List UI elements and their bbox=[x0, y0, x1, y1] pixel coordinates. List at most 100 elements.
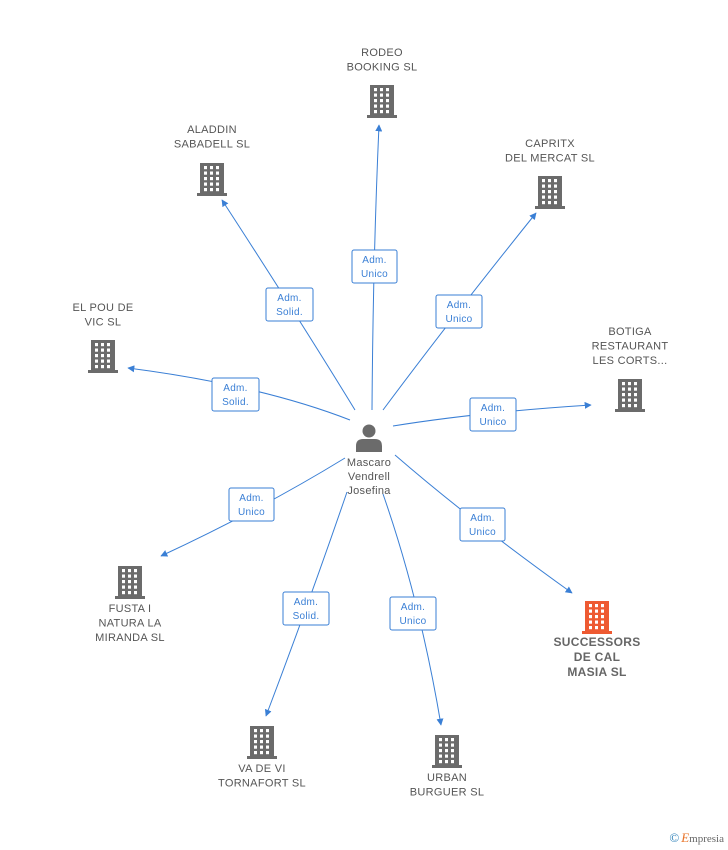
building-icon[interactable] bbox=[247, 726, 277, 759]
building-icon[interactable] bbox=[615, 379, 645, 412]
building-window bbox=[634, 404, 637, 408]
building-window bbox=[101, 343, 104, 347]
company-name-line: RODEO bbox=[361, 47, 403, 59]
building-window bbox=[210, 188, 213, 192]
edge-label-botiga[interactable]: Adm.Unico bbox=[469, 397, 517, 432]
company-name-line: VIC SL bbox=[85, 317, 122, 329]
building-icon[interactable] bbox=[582, 601, 612, 634]
building-window bbox=[542, 201, 545, 205]
edge-label-text: Adm.Unico bbox=[445, 300, 472, 325]
building-window bbox=[589, 615, 592, 619]
building-window bbox=[589, 620, 592, 624]
building-window bbox=[439, 760, 442, 764]
building-window bbox=[386, 110, 389, 114]
edge-label-successors[interactable]: Adm.Unico bbox=[459, 507, 506, 542]
edge-label-fusta[interactable]: Adm.Unico bbox=[228, 487, 275, 522]
building-icon[interactable] bbox=[367, 85, 397, 118]
building-window bbox=[542, 190, 545, 194]
edge-label-box bbox=[459, 507, 506, 542]
building-window bbox=[107, 343, 110, 347]
building-icon[interactable] bbox=[432, 735, 462, 768]
building-window bbox=[210, 171, 213, 175]
building-window bbox=[101, 348, 104, 352]
edge-label-aladdin[interactable]: Adm.Solid. bbox=[265, 287, 314, 322]
edge-label-box bbox=[211, 377, 260, 412]
building-base bbox=[432, 765, 462, 768]
copyright-mark: © bbox=[669, 830, 680, 845]
building-window bbox=[622, 393, 625, 397]
building-window bbox=[601, 609, 604, 613]
edge-capritx: Adm.Unico bbox=[382, 212, 537, 411]
company-name: VA DE VI TORNAFORT SL bbox=[218, 763, 306, 790]
building-icon[interactable] bbox=[115, 566, 145, 599]
person-head bbox=[362, 424, 376, 438]
building-window bbox=[204, 177, 207, 181]
building-window bbox=[595, 626, 598, 630]
company-name: RODEO BOOKING SL bbox=[347, 47, 418, 74]
building-window bbox=[128, 580, 131, 584]
building-icon[interactable] bbox=[88, 340, 118, 373]
edge-label-capritx[interactable]: Adm.Unico bbox=[435, 294, 483, 329]
building-window bbox=[216, 166, 219, 170]
building-icon[interactable] bbox=[197, 163, 227, 196]
edge-fusta: Adm.Unico bbox=[160, 457, 346, 557]
building-window bbox=[548, 190, 551, 194]
building-window bbox=[548, 184, 551, 188]
edge-label-rodeo[interactable]: Adm.Unico bbox=[351, 249, 398, 284]
building-window bbox=[451, 754, 454, 758]
building-window bbox=[134, 591, 137, 595]
building-window bbox=[601, 626, 604, 630]
building-window bbox=[374, 99, 377, 103]
edge-label-line: Solid. bbox=[276, 307, 303, 318]
building-base bbox=[582, 631, 612, 634]
edge-botiga: Adm.Unico bbox=[392, 397, 592, 432]
edge-label-vadevi[interactable]: Adm.Solid. bbox=[282, 591, 330, 626]
company-node-rodeo[interactable]: RODEO BOOKING SL bbox=[347, 47, 418, 118]
edge-label-text: Adm.Unico bbox=[399, 602, 426, 627]
building-window bbox=[210, 166, 213, 170]
building-base bbox=[88, 370, 118, 373]
building-window bbox=[107, 348, 110, 352]
edge-label-box bbox=[228, 487, 275, 522]
building-window bbox=[260, 740, 263, 744]
building-window bbox=[554, 190, 557, 194]
edge-label-text: Adm.Solid. bbox=[293, 597, 320, 622]
person-icon[interactable] bbox=[356, 424, 382, 453]
building-window bbox=[601, 615, 604, 619]
company-name-line: LES CORTS... bbox=[593, 355, 668, 367]
company-name-line: BOOKING SL bbox=[347, 62, 418, 74]
company-name-line: DE CAL bbox=[574, 650, 620, 664]
building-window bbox=[128, 569, 131, 573]
edge-vadevi: Adm.Solid. bbox=[264, 491, 348, 717]
company-name-line: TORNAFORT SL bbox=[218, 778, 306, 790]
building-window bbox=[216, 177, 219, 181]
building-window bbox=[386, 88, 389, 92]
building-window bbox=[595, 604, 598, 608]
building-window bbox=[204, 182, 207, 186]
edge-label-urban[interactable]: Adm.Unico bbox=[389, 596, 437, 631]
company-name-line: NATURA LA bbox=[98, 618, 161, 630]
building-window bbox=[374, 88, 377, 92]
edge-label-elpou[interactable]: Adm.Solid. bbox=[211, 377, 260, 412]
building-window bbox=[266, 751, 269, 755]
building-window bbox=[589, 609, 592, 613]
edge-elpou: Adm.Solid. bbox=[127, 365, 351, 421]
company-node-vadevi[interactable]: VA DE VI TORNAFORT SL bbox=[218, 726, 306, 790]
company-name-line: VA DE VI bbox=[238, 763, 285, 775]
building-icon[interactable] bbox=[535, 176, 565, 209]
edge-label-text: Adm.Unico bbox=[238, 493, 265, 518]
building-base bbox=[115, 596, 145, 599]
building-window bbox=[210, 182, 213, 186]
edge-label-line: Solid. bbox=[222, 397, 249, 408]
company-name-line: RESTAURANT bbox=[592, 341, 669, 353]
